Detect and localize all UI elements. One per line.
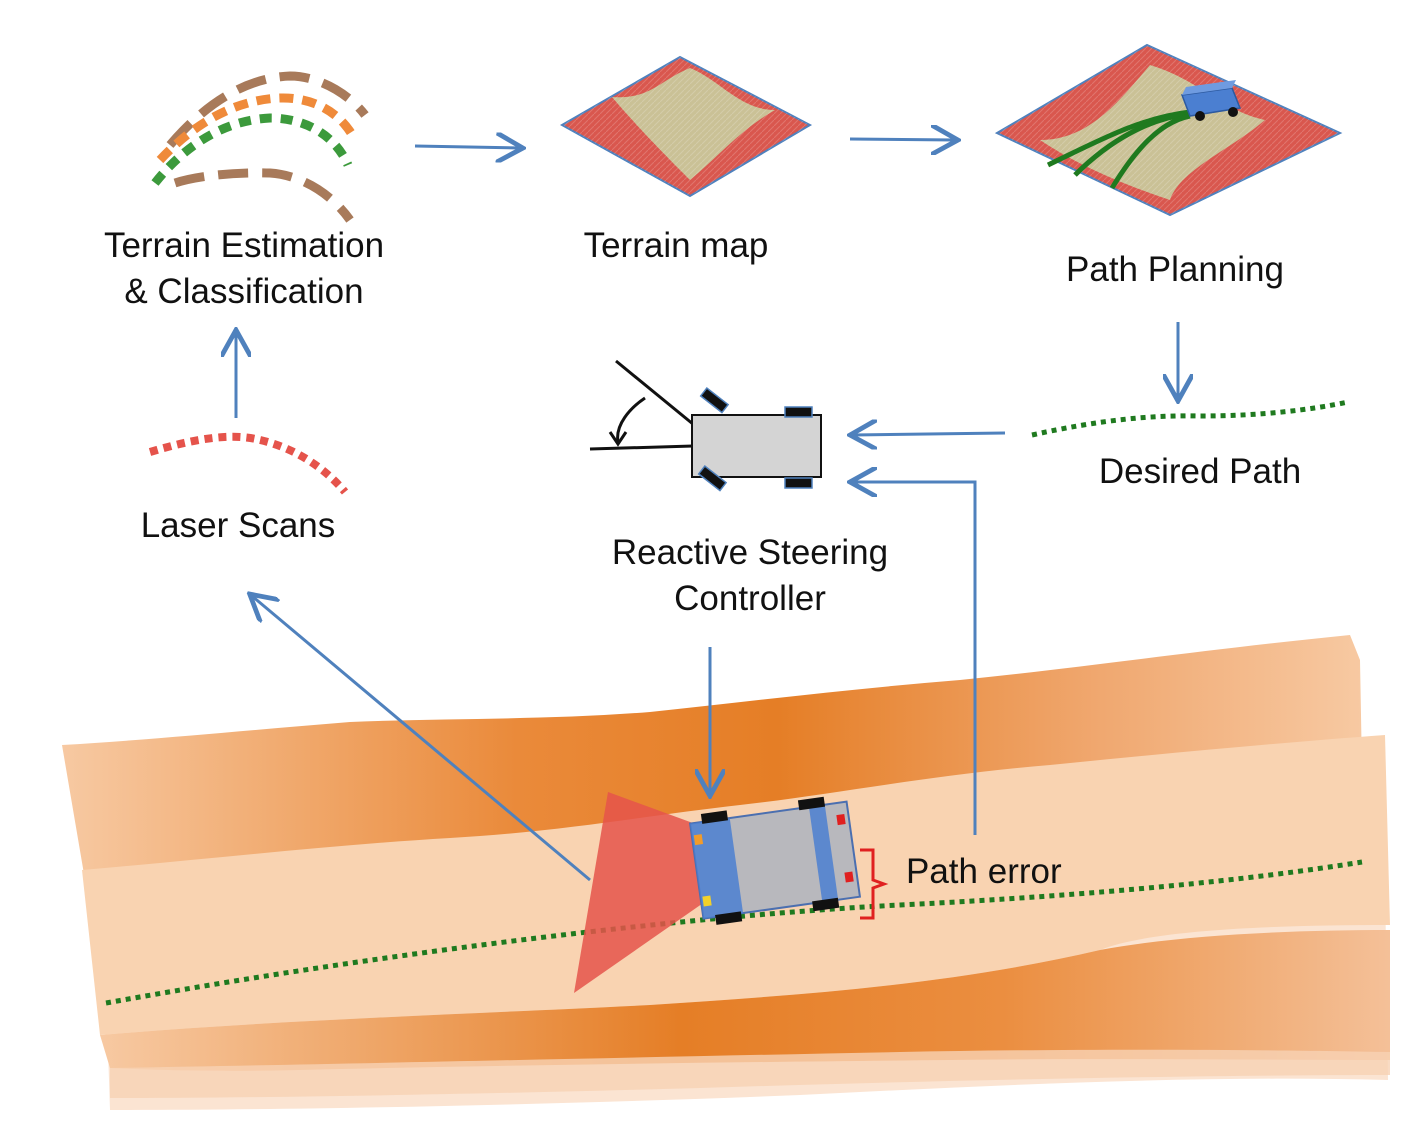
terrain-bottom-stripe [110,1049,1390,1098]
planner-vehicle-icon [1180,80,1242,121]
terrain-estimation-line2: & Classification [124,272,364,311]
arrow-vehicle-to-scans [252,596,591,882]
arrow-estimation-to-map [414,146,520,148]
path-error-label: Path error [906,852,1062,891]
terrain-estimation-line1: Terrain Estimation [103,226,385,265]
controller-vehicle-icon [691,387,822,492]
terrain-map-label: Terrain map [583,226,769,265]
dashed-scan-curves-icon [151,71,369,223]
vehicle-top-view-icon [688,796,862,925]
terrain-top-sheet [62,635,1362,880]
steering-line1: Reactive Steering [611,533,889,572]
flow-arrows [236,139,1178,882]
path-error-bracket [860,848,889,920]
arrow-desired-to-controller [853,433,1006,435]
terrain-lower-band [100,930,1390,1071]
terrain-map-tile-icon [559,55,813,198]
steering-line2: Controller [674,579,826,618]
path-planning-label: Path Planning [1066,250,1284,289]
desired-path-line [1031,399,1349,438]
terrain-desired-path [105,859,1363,1006]
steering-controller-label: Reactive Steering Controller [590,530,910,622]
desired-path-label: Desired Path [1098,452,1302,491]
planning-map-tile-icon [994,43,1343,217]
terrain-estimation-label: Terrain Estimation & Classification [74,223,414,315]
laser-scan-curve-icon [148,432,349,495]
arrow-error-to-controller [853,482,977,835]
arrow-map-to-planning [849,139,955,140]
laser-scans-label: Laser Scans [140,506,336,545]
